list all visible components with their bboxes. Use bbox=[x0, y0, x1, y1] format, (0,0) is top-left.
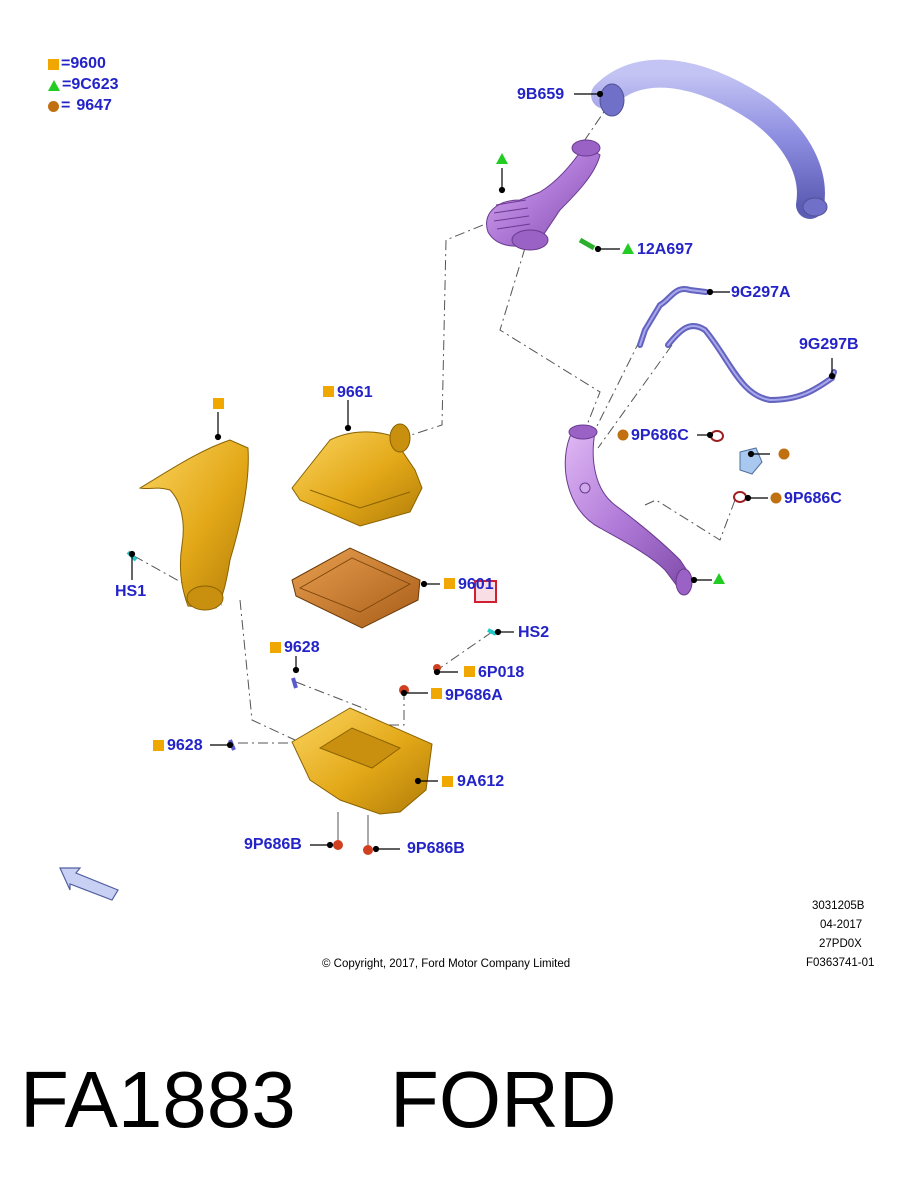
callout-9628-lower: 9628 bbox=[167, 737, 203, 754]
direction-arrow bbox=[59, 867, 119, 901]
ref-model: 27PD0X bbox=[819, 938, 862, 950]
legend-row-square: = 9600 bbox=[48, 55, 106, 73]
callout-leaders bbox=[128, 90, 836, 853]
callout-9g297b: 9G297B bbox=[799, 336, 859, 353]
callout-6p018: 6P018 bbox=[478, 664, 525, 681]
bracket-9p686c bbox=[710, 430, 763, 503]
callout-9a612: 9A612 bbox=[457, 773, 505, 790]
circle-symbol-icon bbox=[48, 100, 59, 112]
callout-symbols bbox=[153, 153, 790, 787]
callout-9601: 9601 bbox=[458, 576, 494, 593]
ref-code: 3031205B bbox=[812, 900, 865, 912]
brand-name: FORD bbox=[390, 1055, 617, 1144]
upper-air-hose bbox=[591, 59, 828, 219]
air-cleaner-cover bbox=[291, 423, 423, 527]
callout-9p686a: 9P686A bbox=[445, 687, 503, 704]
inlet-duct bbox=[138, 439, 249, 611]
copyright-text: © Copyright, 2017, Ford Motor Company Li… bbox=[322, 958, 571, 970]
callout-9p686b-left: 9P686B bbox=[244, 836, 302, 853]
callout-hs2: HS2 bbox=[518, 624, 550, 641]
part-number: FA1883 bbox=[20, 1055, 296, 1144]
legend-row-circle: = 9647 bbox=[48, 97, 112, 115]
legend-row-triangle: = 9C623 bbox=[48, 76, 119, 94]
callout-hs1: HS1 bbox=[115, 583, 147, 600]
callout-9p686c-upper: 9P686C bbox=[631, 427, 689, 444]
air-filter bbox=[291, 547, 421, 629]
ref-date: 04-2017 bbox=[820, 919, 863, 931]
triangle-symbol-icon bbox=[48, 79, 60, 91]
small-fitting-12a697 bbox=[578, 237, 596, 251]
air-cleaner-box bbox=[291, 707, 433, 815]
callout-9b659: 9B659 bbox=[517, 86, 565, 103]
callout-9628-upper: 9628 bbox=[284, 639, 320, 656]
callout-12a697: 12A697 bbox=[637, 241, 694, 258]
throttle-elbow bbox=[486, 139, 601, 251]
callout-9p686b-right: 9P686B bbox=[407, 840, 465, 857]
ref-figure: F0363741-01 bbox=[806, 957, 875, 969]
vent-tubes bbox=[637, 286, 837, 404]
callout-9p686c-lower: 9P686C bbox=[784, 490, 842, 507]
square-symbol-icon bbox=[48, 58, 59, 70]
callout-9661: 9661 bbox=[337, 384, 373, 401]
callout-9g297a: 9G297A bbox=[731, 284, 791, 301]
outlet-duct bbox=[564, 424, 693, 596]
